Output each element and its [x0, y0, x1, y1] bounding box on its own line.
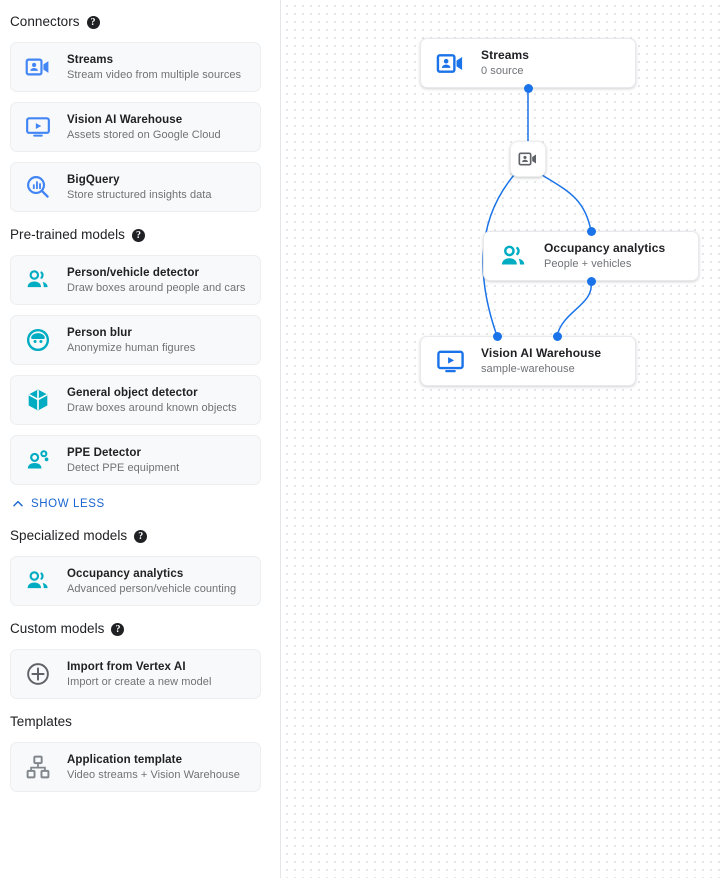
magnifier-bars-icon — [25, 174, 51, 200]
palette-card-subtitle: Advanced person/vehicle counting — [67, 582, 237, 595]
people-group-icon — [25, 267, 51, 293]
canvas-node-title: Occupancy analytics — [544, 241, 666, 255]
canvas-node-title: Streams — [481, 48, 530, 62]
help-icon[interactable]: ? — [111, 622, 125, 636]
chevron-up-icon — [11, 497, 25, 511]
palette-card-title: BigQuery — [67, 173, 120, 186]
palette-card-subtitle: Import or create a new model — [67, 675, 212, 688]
palette-card-subtitle: Anonymize human figures — [67, 341, 196, 354]
video-camera-person-icon — [435, 48, 465, 78]
canvas-badge-stream-badge[interactable] — [510, 141, 546, 177]
section-header-specialized-models: Specialized models? — [0, 525, 280, 547]
palette-card-title: PPE Detector — [67, 446, 142, 459]
section-title: Pre-trained models — [10, 227, 125, 242]
help-icon[interactable]: ? — [131, 228, 145, 242]
monitor-play-icon — [25, 114, 51, 140]
canvas-node-vision-ai-warehouse[interactable]: Vision AI Warehouse sample-warehouse — [420, 336, 636, 386]
face-circle-icon — [25, 327, 51, 353]
palette-card-subtitle: Assets stored on Google Cloud — [67, 128, 221, 141]
sitemap-icon — [25, 754, 51, 780]
video-camera-person-icon — [25, 54, 51, 80]
canvas-node-title: Vision AI Warehouse — [481, 346, 602, 360]
palette-card-subtitle: Video streams + Vision Warehouse — [67, 768, 240, 781]
connection-port-warehouse-in-right[interactable] — [552, 331, 562, 341]
palette-card-title: Occupancy analytics — [67, 567, 184, 580]
palette-card-title: Streams — [67, 53, 114, 66]
connection-port-occupancy-out[interactable] — [586, 276, 596, 286]
help-icon[interactable]: ? — [86, 15, 100, 29]
show-less-label: SHOW LESS — [31, 498, 105, 510]
palette-card-title: Person/vehicle detector — [67, 266, 200, 279]
people-group-icon — [25, 568, 51, 594]
palette-card-subtitle: Draw boxes around people and cars — [67, 281, 246, 294]
canvas-node-subtitle: sample-warehouse — [481, 363, 575, 375]
palette-card-subtitle: Stream video from multiple sources — [67, 68, 242, 81]
connection-port-warehouse-in-left[interactable] — [492, 331, 502, 341]
section-header-custom-models: Custom models? — [0, 618, 280, 640]
canvas-node-streams[interactable]: Streams 0 source — [420, 38, 636, 88]
section-title: Connectors — [10, 14, 80, 29]
edge-occupancy-to-warehouse — [556, 280, 592, 337]
palette-card-import-from-vertex-ai[interactable]: Import from Vertex AI Import or create a … — [10, 649, 261, 699]
section-title: Custom models — [10, 621, 105, 636]
canvas-node-subtitle: 0 source — [481, 65, 524, 77]
canvas-node-subtitle: People + vehicles — [544, 258, 632, 270]
palette-card-subtitle: Store structured insights data — [67, 188, 212, 201]
section-header-pre-trained-models: Pre-trained models? — [0, 224, 280, 246]
section-header-templates: Templates — [0, 711, 280, 733]
palette-card-title: Person blur — [67, 326, 133, 339]
help-icon[interactable]: ? — [134, 529, 148, 543]
connection-port-streams-out[interactable] — [523, 83, 533, 93]
connection-port-occupancy-in[interactable] — [586, 226, 596, 236]
section-title: Templates — [10, 714, 72, 729]
palette-card-title: General object detector — [67, 386, 198, 399]
palette-card-subtitle: Draw boxes around known objects — [67, 401, 237, 414]
palette-card-subtitle: Detect PPE equipment — [67, 461, 180, 474]
person-gear-icon — [25, 447, 51, 473]
palette-card-title: Vision AI Warehouse — [67, 113, 183, 126]
section-title: Specialized models — [10, 528, 128, 543]
palette-card-title: Import from Vertex AI — [67, 660, 186, 673]
plus-circle-icon — [25, 661, 51, 687]
section-header-connectors: Connectors? — [0, 11, 280, 33]
people-group-icon — [498, 241, 528, 271]
palette-card-title: Application template — [67, 753, 183, 766]
edge-layer — [482, 88, 592, 337]
edge-badge-to-occupancy — [541, 174, 592, 232]
show-less-button[interactable]: SHOW LESS — [11, 495, 280, 513]
monitor-play-icon — [435, 346, 465, 376]
cube-icon — [25, 387, 51, 413]
